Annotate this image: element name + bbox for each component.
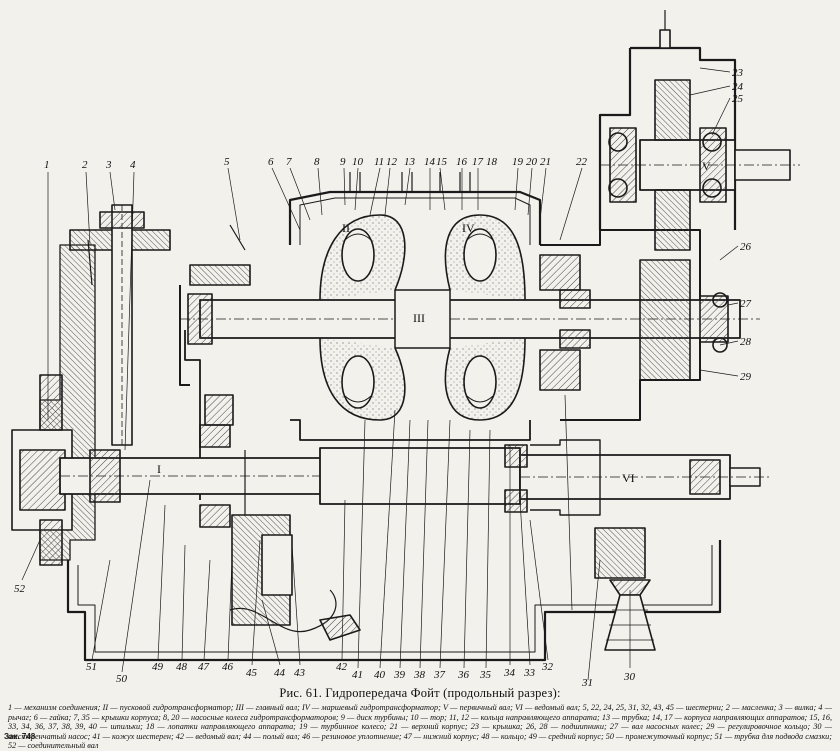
shaft-labels: I III V VI II IV <box>157 159 711 485</box>
callout-36: 36 <box>457 669 470 681</box>
callout-32: 32 <box>541 661 554 673</box>
callout-27: 27 <box>740 298 752 310</box>
coupling-housing <box>11 204 171 566</box>
callout-14: 14 <box>424 156 436 168</box>
callout-17: 17 <box>472 156 484 168</box>
label-shaft-V: V <box>702 159 711 173</box>
callout-9: 9 <box>340 156 346 168</box>
callout-26: 26 <box>740 241 752 253</box>
callout-48: 48 <box>176 661 188 673</box>
callout-41: 41 <box>352 669 363 681</box>
studs <box>87 172 471 286</box>
callout-8: 8 <box>314 156 320 168</box>
shaft-VI <box>504 439 770 516</box>
callout-11: 11 <box>374 156 384 168</box>
label-shaft-I: I <box>157 462 161 476</box>
callout-49: 49 <box>152 661 164 673</box>
callout-25: 25 <box>732 93 744 105</box>
gear-tower <box>598 10 800 251</box>
callout-4: 4 <box>130 159 136 171</box>
label-shaft-VI: VI <box>622 471 635 485</box>
callout-29: 29 <box>740 371 752 383</box>
callout-2: 2 <box>82 159 88 171</box>
callout-35: 35 <box>479 669 492 681</box>
callout-7: 7 <box>286 156 292 168</box>
callout-28: 28 <box>740 336 752 348</box>
callout-20: 20 <box>526 156 538 168</box>
marching-converter <box>444 214 526 421</box>
callout-22: 22 <box>576 156 588 168</box>
callout-30: 30 <box>623 671 636 683</box>
callout-10: 10 <box>352 156 364 168</box>
callout-16: 16 <box>456 156 468 168</box>
callout-12: 12 <box>386 156 398 168</box>
callout-52: 52 <box>14 583 26 595</box>
leader-lines <box>21 67 739 681</box>
callout-37: 37 <box>433 669 446 681</box>
callout-31: 31 <box>581 677 593 686</box>
callout-3: 3 <box>105 159 112 171</box>
callout-46: 46 <box>222 661 234 673</box>
callout-6: 6 <box>268 156 274 168</box>
gear-pump <box>594 527 656 651</box>
callout-13: 13 <box>404 156 416 168</box>
gear-set-lower <box>204 394 293 626</box>
callout-21: 21 <box>540 156 551 168</box>
callout-44: 44 <box>274 667 286 679</box>
callout-1: 1 <box>44 159 50 171</box>
callout-50: 50 <box>116 673 128 685</box>
callout-45: 45 <box>246 667 258 679</box>
callout-24: 24 <box>732 81 744 93</box>
shaft-I <box>59 424 521 528</box>
callout-18: 18 <box>486 156 498 168</box>
callout-42: 42 <box>336 661 348 673</box>
callout-34: 34 <box>503 667 516 679</box>
gear-set-right <box>539 254 728 391</box>
callout-43: 43 <box>294 667 306 679</box>
caption-title: Рис. 61. Гидропередача Фойт (продольный … <box>279 686 561 700</box>
order-number: Зак. 748 <box>4 732 36 741</box>
callout-5: 5 <box>224 156 230 168</box>
callout-19: 19 <box>512 156 524 168</box>
cross-section-drawing: I III V VI II IV <box>11 10 800 686</box>
callout-numbers: 1 2 3 4 5 6 7 8 9 10 11 12 13 14 15 16 1… <box>14 67 752 686</box>
label-converter-IV: IV <box>462 221 475 235</box>
callout-40: 40 <box>374 669 386 681</box>
callout-47: 47 <box>198 661 210 673</box>
callout-15: 15 <box>436 156 448 168</box>
callout-23: 23 <box>732 67 744 79</box>
callout-33: 33 <box>523 667 536 679</box>
figure-caption: Рис. 61. Гидропередача Фойт (продольный … <box>8 686 832 751</box>
callout-38: 38 <box>413 669 426 681</box>
starting-converter <box>319 214 406 421</box>
label-shaft-III: III <box>413 311 425 325</box>
callout-51: 51 <box>86 661 97 673</box>
label-converter-II: II <box>342 221 350 235</box>
callout-39: 39 <box>393 669 406 681</box>
